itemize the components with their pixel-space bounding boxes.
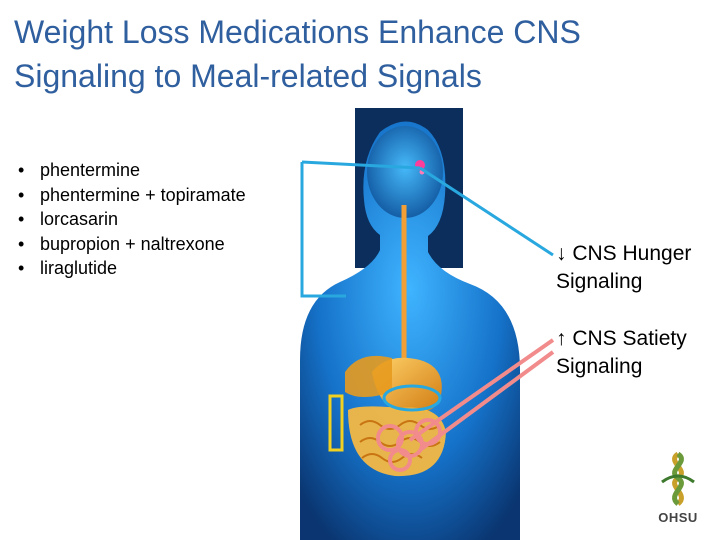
list-item: •lorcasarin bbox=[18, 209, 119, 229]
list-item: •bupropion + naltrexone bbox=[18, 233, 225, 254]
hunger-effect-label: ↓ CNS Hunger Signaling bbox=[556, 242, 692, 293]
satiety-effect-label: ↑ CNS Satiety Signaling bbox=[556, 327, 687, 378]
list-item: •liraglutide bbox=[18, 258, 118, 278]
liver-shape bbox=[345, 355, 392, 397]
ohsu-logo: OHSU bbox=[648, 448, 708, 528]
list-item: •phentermine bbox=[18, 160, 141, 180]
hunger-signal-line bbox=[300, 160, 554, 412]
ohsu-helix-logo-icon bbox=[661, 451, 695, 506]
up-arrow-icon: ↑ bbox=[556, 327, 567, 350]
list-item: •phentermine + topiramate bbox=[18, 184, 246, 205]
satiety-signal-lines bbox=[376, 338, 555, 472]
gut-bracket bbox=[328, 394, 344, 452]
slide-title: Weight Loss Medications Enhance CNS Sign… bbox=[14, 14, 581, 94]
medication-list: •phentermine •phentermine + topiramate •… bbox=[18, 158, 246, 281]
down-arrow-icon: ↓ bbox=[556, 242, 567, 265]
head-shape bbox=[367, 126, 443, 218]
